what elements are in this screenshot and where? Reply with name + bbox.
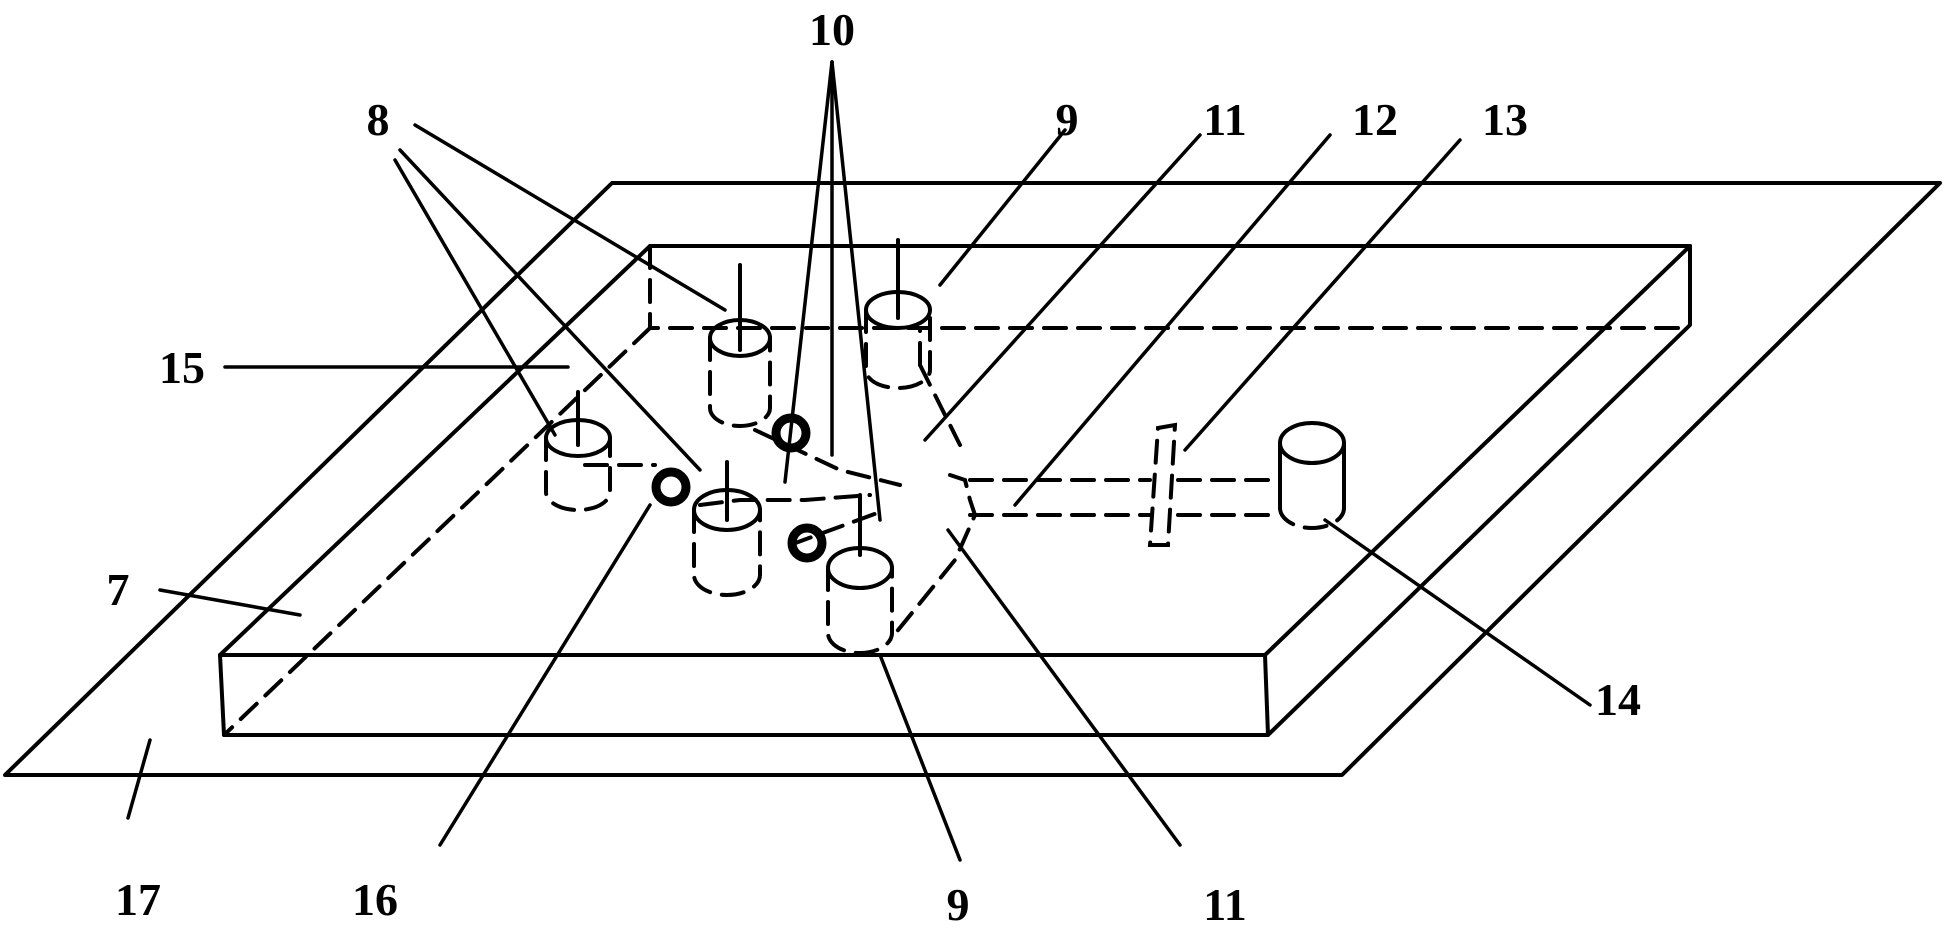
reservoir-inlet-bottom [826, 493, 894, 655]
label-15: 15 [159, 342, 205, 393]
label-10: 10 [809, 4, 855, 55]
leader-lines [126, 60, 1592, 862]
reference-numerals: 10 8 9 11 12 13 15 7 14 17 16 9 11 [107, 4, 1642, 928]
label-8: 8 [367, 94, 390, 145]
valve-ring [651, 467, 691, 507]
label-16: 16 [352, 874, 398, 925]
valve-ring [787, 523, 827, 563]
chip-block [218, 244, 1692, 737]
valve-rings [651, 413, 827, 563]
label-9-top: 9 [1056, 94, 1079, 145]
reservoir-inlet-center [692, 460, 762, 597]
reservoir-inlet-15 [544, 390, 612, 512]
electrode [1147, 422, 1178, 547]
label-14: 14 [1595, 674, 1641, 725]
label-17: 17 [115, 874, 161, 925]
reservoir-inlet-top-right [864, 238, 932, 390]
channel-network [583, 326, 1282, 642]
label-7: 7 [107, 564, 130, 615]
reservoir-inlet-top-left [708, 263, 772, 428]
label-11-bottom: 11 [1203, 879, 1246, 928]
reservoir-outlet-14 [1278, 421, 1346, 530]
label-12: 12 [1352, 94, 1398, 145]
label-13: 13 [1482, 94, 1528, 145]
label-9-bottom: 9 [947, 879, 970, 928]
label-11-top: 11 [1203, 94, 1246, 145]
base-plate [3, 181, 1942, 777]
